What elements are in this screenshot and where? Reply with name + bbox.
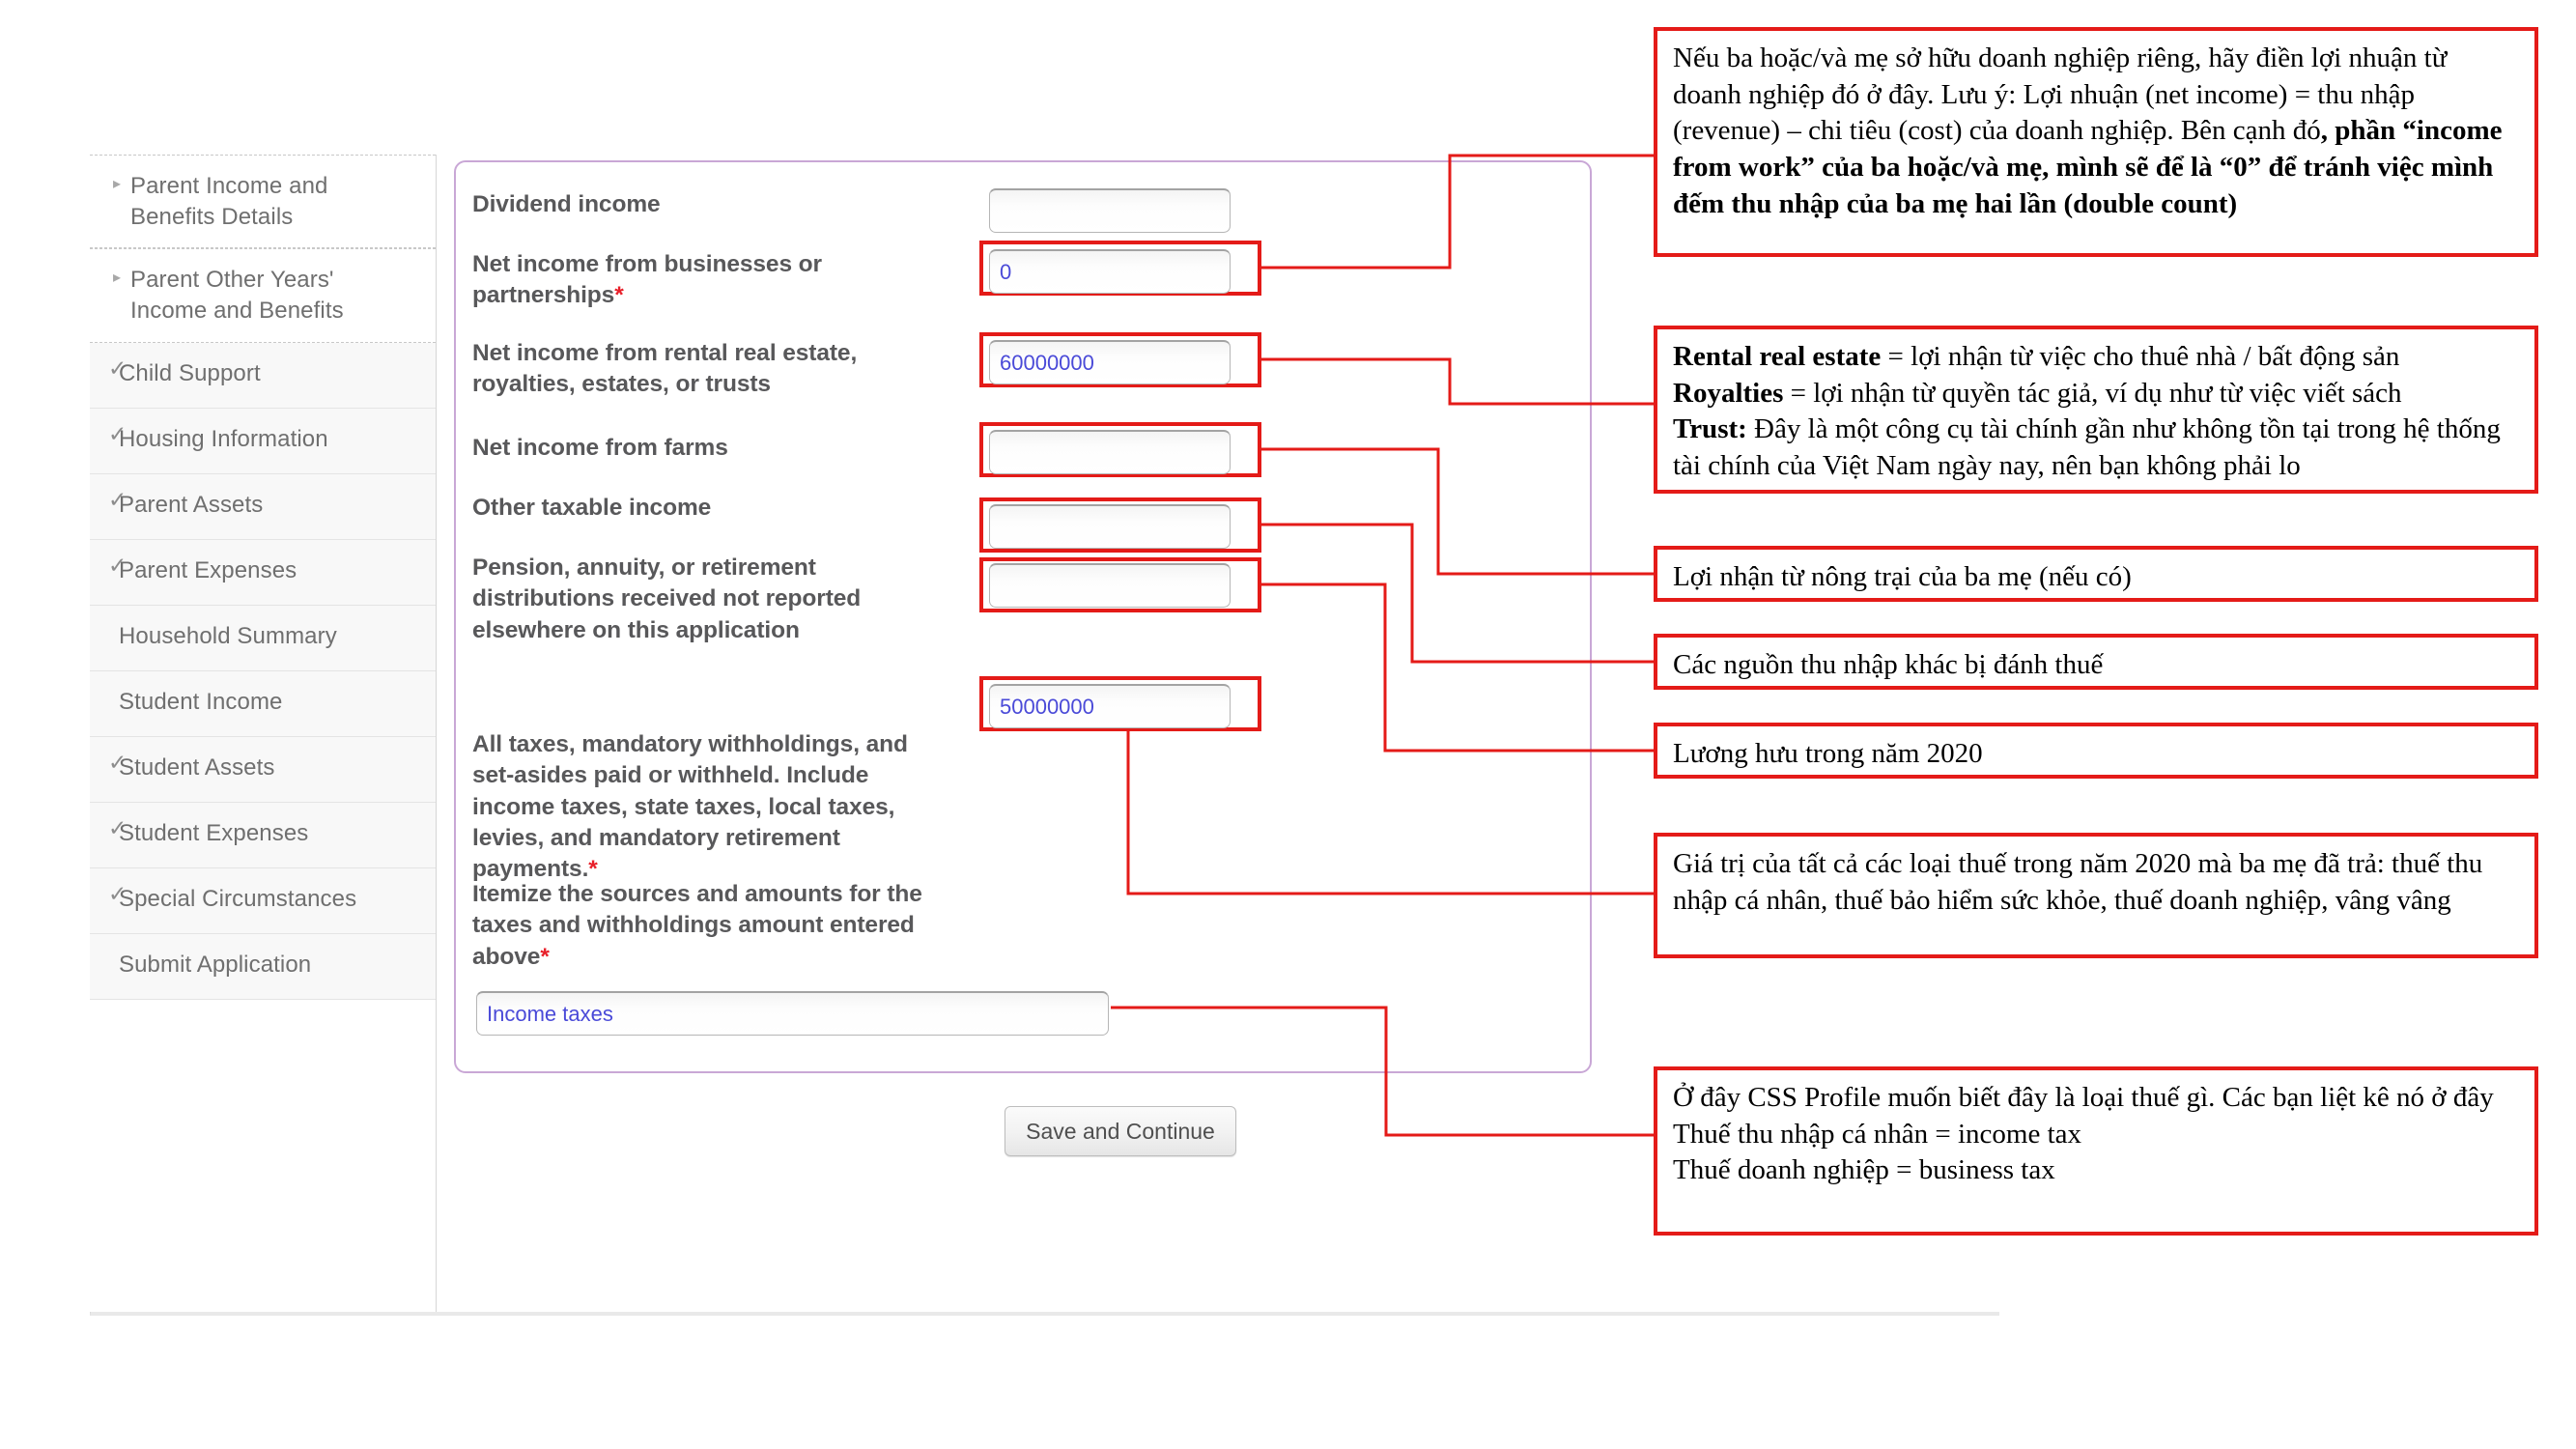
- check-icon: ✓: [108, 486, 127, 512]
- note-text: Lợi nhận từ nông trại của ba mẹ (nếu có): [1673, 561, 2132, 592]
- sidebar-item-student-income[interactable]: Student Income: [90, 670, 436, 737]
- input-net-income-farms[interactable]: [989, 430, 1231, 474]
- highlight-box-rental-real-estate: [979, 332, 1261, 387]
- sidebar-item-parent-expenses[interactable]: ✓ Parent Expenses: [90, 539, 436, 606]
- label-net-income-farms: Net income from farms: [472, 435, 728, 461]
- sidebar-item-label: Child Support: [119, 359, 261, 386]
- annotation-note-other-taxable-income: Các nguồn thu nhập khác bị đánh thuế: [1654, 634, 2538, 690]
- note-text: Lương hưu trong năm 2020: [1673, 738, 1983, 769]
- highlight-box-businesses-partnerships: [979, 241, 1261, 296]
- sidebar-item-label: Parent Expenses: [119, 556, 297, 583]
- annotation-note-itemize: Ở đây CSS Profile muốn biết đây là loại …: [1654, 1066, 2538, 1236]
- annotation-note-all-taxes: Giá trị của tất cả các loại thuế trong n…: [1654, 833, 2538, 958]
- required-marker: *: [540, 943, 550, 970]
- sidebar-item-label: Household Summary: [119, 622, 337, 649]
- label-itemize-sources-amounts: Itemize the sources and amounts for the …: [472, 881, 922, 970]
- sidebar-item-household-summary[interactable]: Household Summary: [90, 605, 436, 671]
- annotation-note-farm-income: Lợi nhận từ nông trại của ba mẹ (nếu có): [1654, 546, 2538, 602]
- sidebar-item-label: Special Circumstances: [119, 885, 357, 912]
- save-and-continue-button[interactable]: Save and Continue: [1005, 1106, 1236, 1156]
- sidebar-item-label: Student Assets: [119, 753, 275, 781]
- check-icon: ✓: [108, 420, 127, 446]
- highlight-box-other-taxable-income: [979, 497, 1261, 553]
- sidebar-item-special-circumstances[interactable]: ✓ Special Circumstances: [90, 867, 436, 934]
- note-text: Ở đây CSS Profile muốn biết đây là loại …: [1673, 1082, 2494, 1186]
- sidebar-item-label: Submit Application: [119, 951, 312, 978]
- section-navigation-sidebar: ▸ Parent Income and Benefits Details ▸ P…: [90, 155, 437, 1312]
- input-itemize-sources-amounts[interactable]: [476, 991, 1109, 1036]
- label-dividend-income: Dividend income: [472, 191, 661, 217]
- sidebar-item-student-assets[interactable]: ✓ Student Assets: [90, 736, 436, 803]
- sidebar-item-parent-other-years-income-and-benefits[interactable]: ▸ Parent Other Years' Income and Benefit…: [90, 248, 436, 343]
- input-pension-annuity-retirement[interactable]: [989, 563, 1231, 608]
- sidebar-item-label: Student Expenses: [119, 819, 309, 846]
- check-icon: ✓: [108, 749, 127, 775]
- input-all-taxes-mandatory-withholdings[interactable]: [989, 684, 1231, 728]
- triangle-right-icon: ▸: [113, 176, 122, 192]
- input-dividend-income[interactable]: [989, 188, 1231, 233]
- sidebar-item-label: Parent Income and Benefits Details: [130, 173, 328, 230]
- check-icon: ✓: [108, 552, 127, 578]
- check-icon: ✓: [108, 880, 127, 906]
- sidebar-item-label: Parent Assets: [119, 491, 264, 518]
- input-net-income-businesses-partnerships[interactable]: [989, 249, 1231, 294]
- note-text: Các nguồn thu nhập khác bị đánh thuế: [1673, 649, 2104, 680]
- sidebar-item-submit-application[interactable]: Submit Application: [90, 933, 436, 1000]
- note-text: Nếu ba hoặc/và mẹ sở hữu doanh nghiệp ri…: [1673, 43, 2503, 219]
- sidebar-item-label: Housing Information: [119, 425, 328, 452]
- check-icon: ✓: [108, 355, 127, 381]
- annotation-note-pension: Lương hưu trong năm 2020: [1654, 723, 2538, 779]
- input-net-income-rental-real-estate[interactable]: [989, 340, 1231, 384]
- sidebar-item-child-support[interactable]: ✓ Child Support: [90, 342, 436, 409]
- label-pension-annuity-retirement: Pension, annuity, or retirement distribu…: [472, 554, 862, 643]
- label-net-income-businesses-partnerships: Net income from businesses or partnershi…: [472, 251, 822, 309]
- sidebar-item-housing-information[interactable]: ✓ Housing Information: [90, 408, 436, 474]
- sidebar-item-student-expenses[interactable]: ✓ Student Expenses: [90, 802, 436, 868]
- triangle-right-icon: ▸: [113, 270, 122, 287]
- highlight-box-all-taxes: [979, 676, 1261, 731]
- annotation-note-business-income: Nếu ba hoặc/và mẹ sở hữu doanh nghiệp ri…: [1654, 27, 2538, 257]
- required-marker: *: [588, 856, 598, 883]
- note-text: Rental real estate = lợi nhận từ việc ch…: [1673, 341, 2501, 482]
- sidebar-item-label: Parent Other Years' Income and Benefits: [130, 267, 344, 325]
- highlight-box-net-income-farms: [979, 422, 1261, 477]
- label-other-taxable-income: Other taxable income: [472, 495, 712, 521]
- label-all-taxes-mandatory-withholdings: All taxes, mandatory withholdings, and s…: [472, 731, 908, 883]
- input-other-taxable-income[interactable]: [989, 504, 1231, 549]
- annotation-note-rental-royalties-trust: Rental real estate = lợi nhận từ việc ch…: [1654, 326, 2538, 494]
- sidebar-item-label: Student Income: [119, 688, 283, 715]
- label-net-income-rental-real-estate: Net income from rental real estate, roya…: [472, 340, 858, 398]
- highlight-box-pension: [979, 557, 1261, 612]
- note-text: Giá trị của tất cả các loại thuế trong n…: [1673, 848, 2483, 916]
- required-marker: *: [614, 282, 624, 309]
- check-icon: ✓: [108, 814, 127, 840]
- sidebar-item-parent-assets[interactable]: ✓ Parent Assets: [90, 473, 436, 540]
- sidebar-item-parent-income-and-benefits-details[interactable]: ▸ Parent Income and Benefits Details: [90, 155, 436, 249]
